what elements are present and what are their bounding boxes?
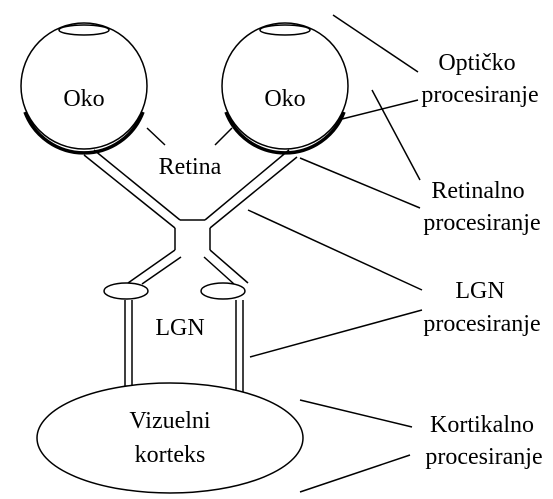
cortical-stage-line2: procesiranje bbox=[425, 444, 542, 470]
cortex-label-line2: korteks bbox=[135, 442, 206, 468]
retinal-pointer-top bbox=[371, 89, 421, 181]
stage-labels: Optičko procesiranje Retinalno procesira… bbox=[421, 50, 542, 470]
retinal-stage-line2: procesiranje bbox=[423, 210, 540, 236]
retina-label: Retina bbox=[159, 154, 222, 180]
right-eye: Oko bbox=[221, 22, 349, 155]
left-eye: Oko bbox=[20, 22, 148, 155]
visual-cortex: Vizuelni korteks bbox=[36, 382, 304, 494]
retinal-stage-line1: Retinalno bbox=[431, 178, 524, 204]
cortical-stage-line1: Kortikalno bbox=[430, 412, 534, 438]
optic-nerves bbox=[83, 149, 298, 229]
optical-pointer-bottom bbox=[337, 99, 419, 121]
retinal-pointer-bottom bbox=[299, 157, 421, 209]
optical-stage-line1: Optičko bbox=[438, 50, 515, 76]
optic-radiations bbox=[124, 300, 244, 392]
lgn-stage-line2: procesiranje bbox=[423, 311, 540, 337]
cortical-pointer-top bbox=[299, 399, 413, 428]
optical-pointer-top bbox=[332, 14, 419, 73]
right-eye-label: Oko bbox=[264, 86, 305, 112]
optic-chiasm bbox=[174, 219, 211, 250]
stage-callout-lines bbox=[247, 14, 423, 493]
optical-stage-line2: procesiranje bbox=[421, 82, 538, 108]
lgn-nuclei: LGN bbox=[103, 282, 246, 341]
left-eye-label: Oko bbox=[63, 86, 104, 112]
cortex-label-line1: Vizuelni bbox=[129, 408, 211, 434]
lgn-stage-line1: LGN bbox=[455, 278, 504, 304]
optic-tracts bbox=[127, 249, 249, 285]
lgn-label: LGN bbox=[155, 315, 204, 341]
lgn-pointer-bottom bbox=[249, 309, 423, 358]
lgn-pointer-top bbox=[247, 209, 423, 291]
retina-callout: Retina bbox=[146, 127, 233, 180]
cortical-pointer-bottom bbox=[299, 454, 411, 493]
